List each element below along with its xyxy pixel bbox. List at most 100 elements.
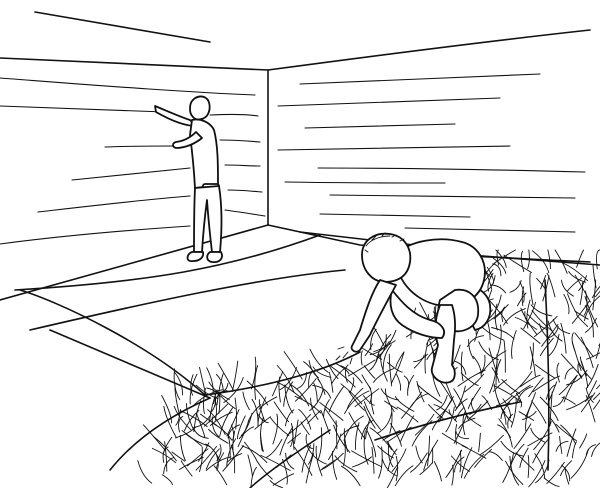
grass-blade xyxy=(503,254,532,273)
grass-blade xyxy=(571,332,576,353)
grass-blade xyxy=(226,453,243,463)
worker-left-arm xyxy=(172,131,203,149)
grass-blade xyxy=(309,388,324,412)
plank-line xyxy=(227,189,263,193)
grass-blade xyxy=(164,441,168,472)
grass-blade xyxy=(500,440,525,457)
grass-blade xyxy=(197,442,210,462)
grass-blade xyxy=(540,274,547,290)
grass-blade xyxy=(210,394,217,414)
grass-blade xyxy=(344,364,349,383)
grass-blade xyxy=(510,371,533,395)
grass-blade xyxy=(247,454,253,476)
grass-blade xyxy=(555,423,577,442)
grass-blade xyxy=(373,340,396,353)
grass-blade xyxy=(560,322,567,354)
wall-top-left xyxy=(0,57,269,71)
grass-blade xyxy=(238,426,255,440)
grass-blade xyxy=(171,451,186,462)
grass-blade xyxy=(371,447,375,474)
grass-blade xyxy=(548,333,560,357)
grass-blade xyxy=(380,355,388,382)
grass-blade xyxy=(593,392,600,400)
grass-blade xyxy=(378,334,387,358)
grass-blade xyxy=(190,374,194,396)
grass-blade xyxy=(542,275,550,302)
grass-blade xyxy=(561,396,576,405)
plank-line xyxy=(224,164,261,167)
grass-blade xyxy=(380,388,400,401)
grass-blade xyxy=(527,432,553,447)
grass-blade xyxy=(363,401,381,430)
grass-blade xyxy=(474,448,492,468)
grass-blade xyxy=(219,407,234,437)
grass-blade xyxy=(363,405,376,429)
plank-line xyxy=(71,167,191,181)
grass-blade xyxy=(351,456,372,468)
grass-blade xyxy=(272,413,279,445)
grass-blade xyxy=(203,387,206,414)
grass-blade xyxy=(223,377,244,403)
grass-blade xyxy=(570,448,589,479)
grass-blade xyxy=(305,453,315,484)
grass-blade xyxy=(234,397,237,430)
left-wall-planks xyxy=(0,77,266,245)
grass-blade xyxy=(348,391,365,411)
grass-blade xyxy=(495,359,502,386)
grass-blade xyxy=(489,360,498,394)
plank-line xyxy=(304,123,456,129)
grass-blade xyxy=(287,432,301,444)
grass-blade xyxy=(493,385,523,403)
grass-blade xyxy=(509,279,522,293)
grass-blade xyxy=(595,290,600,298)
grass-blade xyxy=(533,315,558,338)
grass-blade xyxy=(340,365,363,384)
grass-blade xyxy=(479,434,504,456)
grass-blade xyxy=(427,435,431,467)
grass-blade xyxy=(258,399,266,422)
grass-blade xyxy=(400,415,415,442)
plank-line xyxy=(0,77,256,96)
grass-blade xyxy=(369,427,393,451)
floor-grid xyxy=(14,231,591,488)
grass-blade xyxy=(574,332,594,358)
grass-blade xyxy=(283,381,294,407)
grass-blade xyxy=(294,446,313,476)
grass-blade xyxy=(269,480,283,488)
grass-blade xyxy=(454,456,465,473)
grass-blade xyxy=(247,404,262,423)
grass-blade xyxy=(376,411,393,434)
floor-line xyxy=(49,329,211,399)
grass-blade xyxy=(283,351,303,380)
grass-blade xyxy=(192,389,223,407)
floor-line xyxy=(29,269,346,331)
grass-blade xyxy=(462,410,466,436)
grass-blade xyxy=(354,388,380,407)
plank-line xyxy=(0,105,166,113)
grass-blade xyxy=(464,373,485,393)
grass-blade xyxy=(545,384,556,400)
grass-blade xyxy=(180,410,208,428)
grass-blade xyxy=(450,455,470,472)
grass-blade xyxy=(294,378,317,402)
grass-blade xyxy=(333,424,351,453)
grass-blade xyxy=(410,452,428,473)
grass-blade xyxy=(563,374,578,403)
grass-blade xyxy=(547,249,551,270)
grass-blade xyxy=(193,415,211,428)
grass-blade xyxy=(289,383,310,407)
grass-blade xyxy=(560,460,573,477)
grass-blade xyxy=(312,366,332,378)
grass-blade xyxy=(478,341,499,361)
grass-blade xyxy=(586,363,599,389)
grass-blade xyxy=(535,459,550,484)
grass-blade xyxy=(566,277,583,292)
grass-blade xyxy=(585,387,594,403)
grass-blade xyxy=(433,404,452,416)
grass-blade xyxy=(460,372,479,386)
grass-blade xyxy=(193,427,209,439)
grass-blade xyxy=(521,410,537,421)
grass-blade xyxy=(555,440,569,452)
floor-line xyxy=(204,351,361,396)
